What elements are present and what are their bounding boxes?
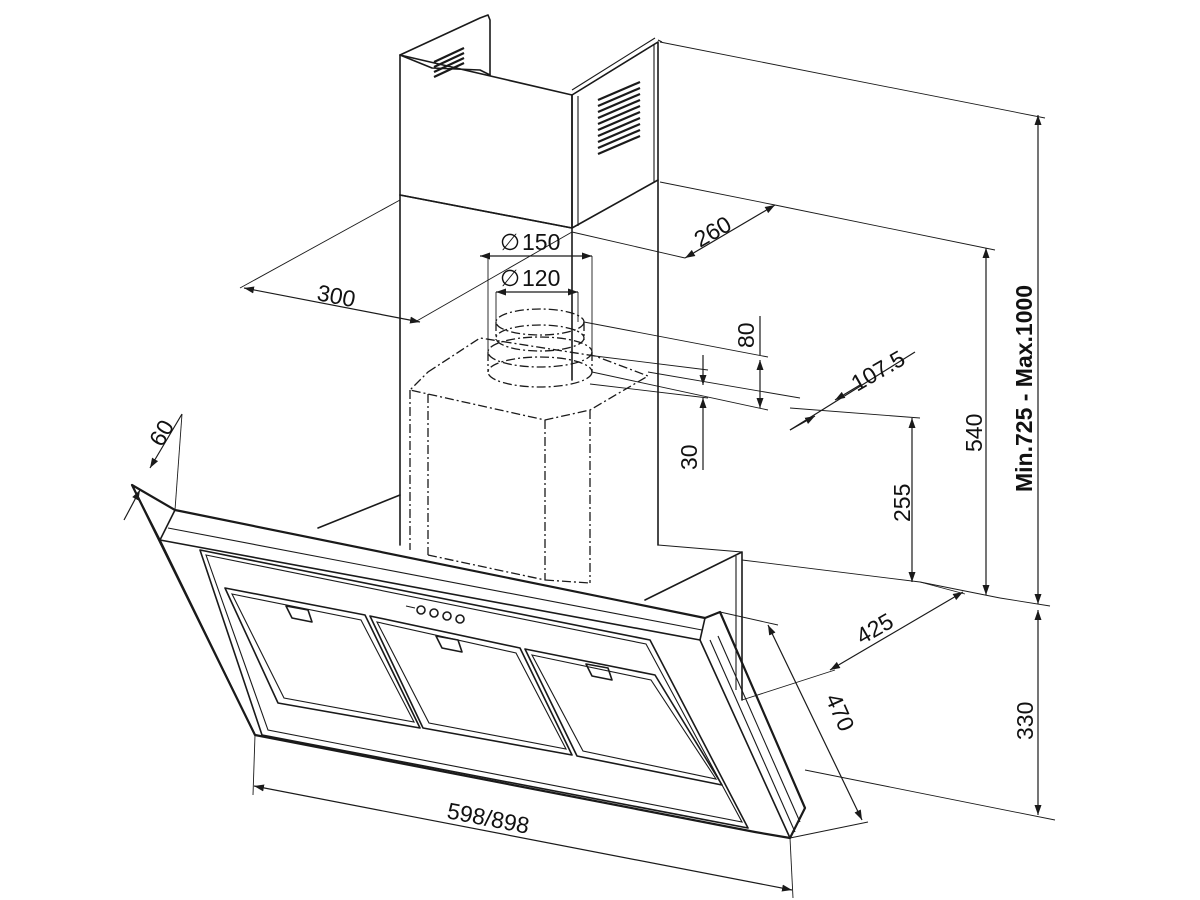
dimension-diameter-150: ∅ 150 bbox=[480, 229, 593, 352]
chimney-vent-slots bbox=[597, 80, 641, 156]
dim-540-label: 540 bbox=[961, 414, 987, 452]
dim-120-label: 120 bbox=[522, 265, 560, 291]
hood-canopy bbox=[130, 483, 807, 840]
dimension-260: 260 bbox=[571, 181, 776, 259]
dimension-total-height: Min.725 - Max.1000 bbox=[659, 41, 1051, 607]
dim-30-label: 30 bbox=[676, 444, 702, 470]
dim-60-label: 60 bbox=[144, 415, 179, 450]
dim-width-label: 598/898 bbox=[445, 797, 532, 838]
dimension-diameter-120: ∅ 120 bbox=[495, 265, 579, 322]
motor-housing-hidden bbox=[408, 337, 650, 584]
dim-255-label: 255 bbox=[889, 484, 915, 522]
dim-470-label: 470 bbox=[820, 689, 859, 735]
diameter-symbol-120: ∅ bbox=[500, 265, 520, 291]
dim-330-label: 330 bbox=[1012, 702, 1038, 740]
dimension-300: 300 bbox=[239, 199, 573, 324]
dimension-80: 80 bbox=[583, 316, 769, 411]
dim-260-label: 260 bbox=[690, 211, 736, 253]
dim-80-label: 80 bbox=[733, 322, 759, 348]
dim-150-label: 150 bbox=[522, 229, 560, 255]
dim-300-label: 300 bbox=[315, 279, 358, 312]
control-buttons bbox=[405, 605, 465, 624]
chimney-back-vent bbox=[433, 47, 465, 78]
dim-425-label: 425 bbox=[852, 608, 898, 650]
dimension-540: 540 bbox=[774, 204, 1001, 599]
chimney-upper bbox=[399, 14, 663, 229]
dimension-30: 30 bbox=[589, 355, 709, 470]
dimension-107-5: 107.5 bbox=[647, 345, 916, 431]
dimension-60: 60 bbox=[123, 413, 183, 521]
diameter-symbol-150: ∅ bbox=[500, 229, 520, 255]
dim-height-range-label: Min.725 - Max.1000 bbox=[1011, 285, 1037, 492]
grease-filters bbox=[224, 587, 723, 786]
dimension-255: 255 bbox=[741, 407, 921, 583]
dim-107-5-label: 107.5 bbox=[847, 345, 910, 396]
